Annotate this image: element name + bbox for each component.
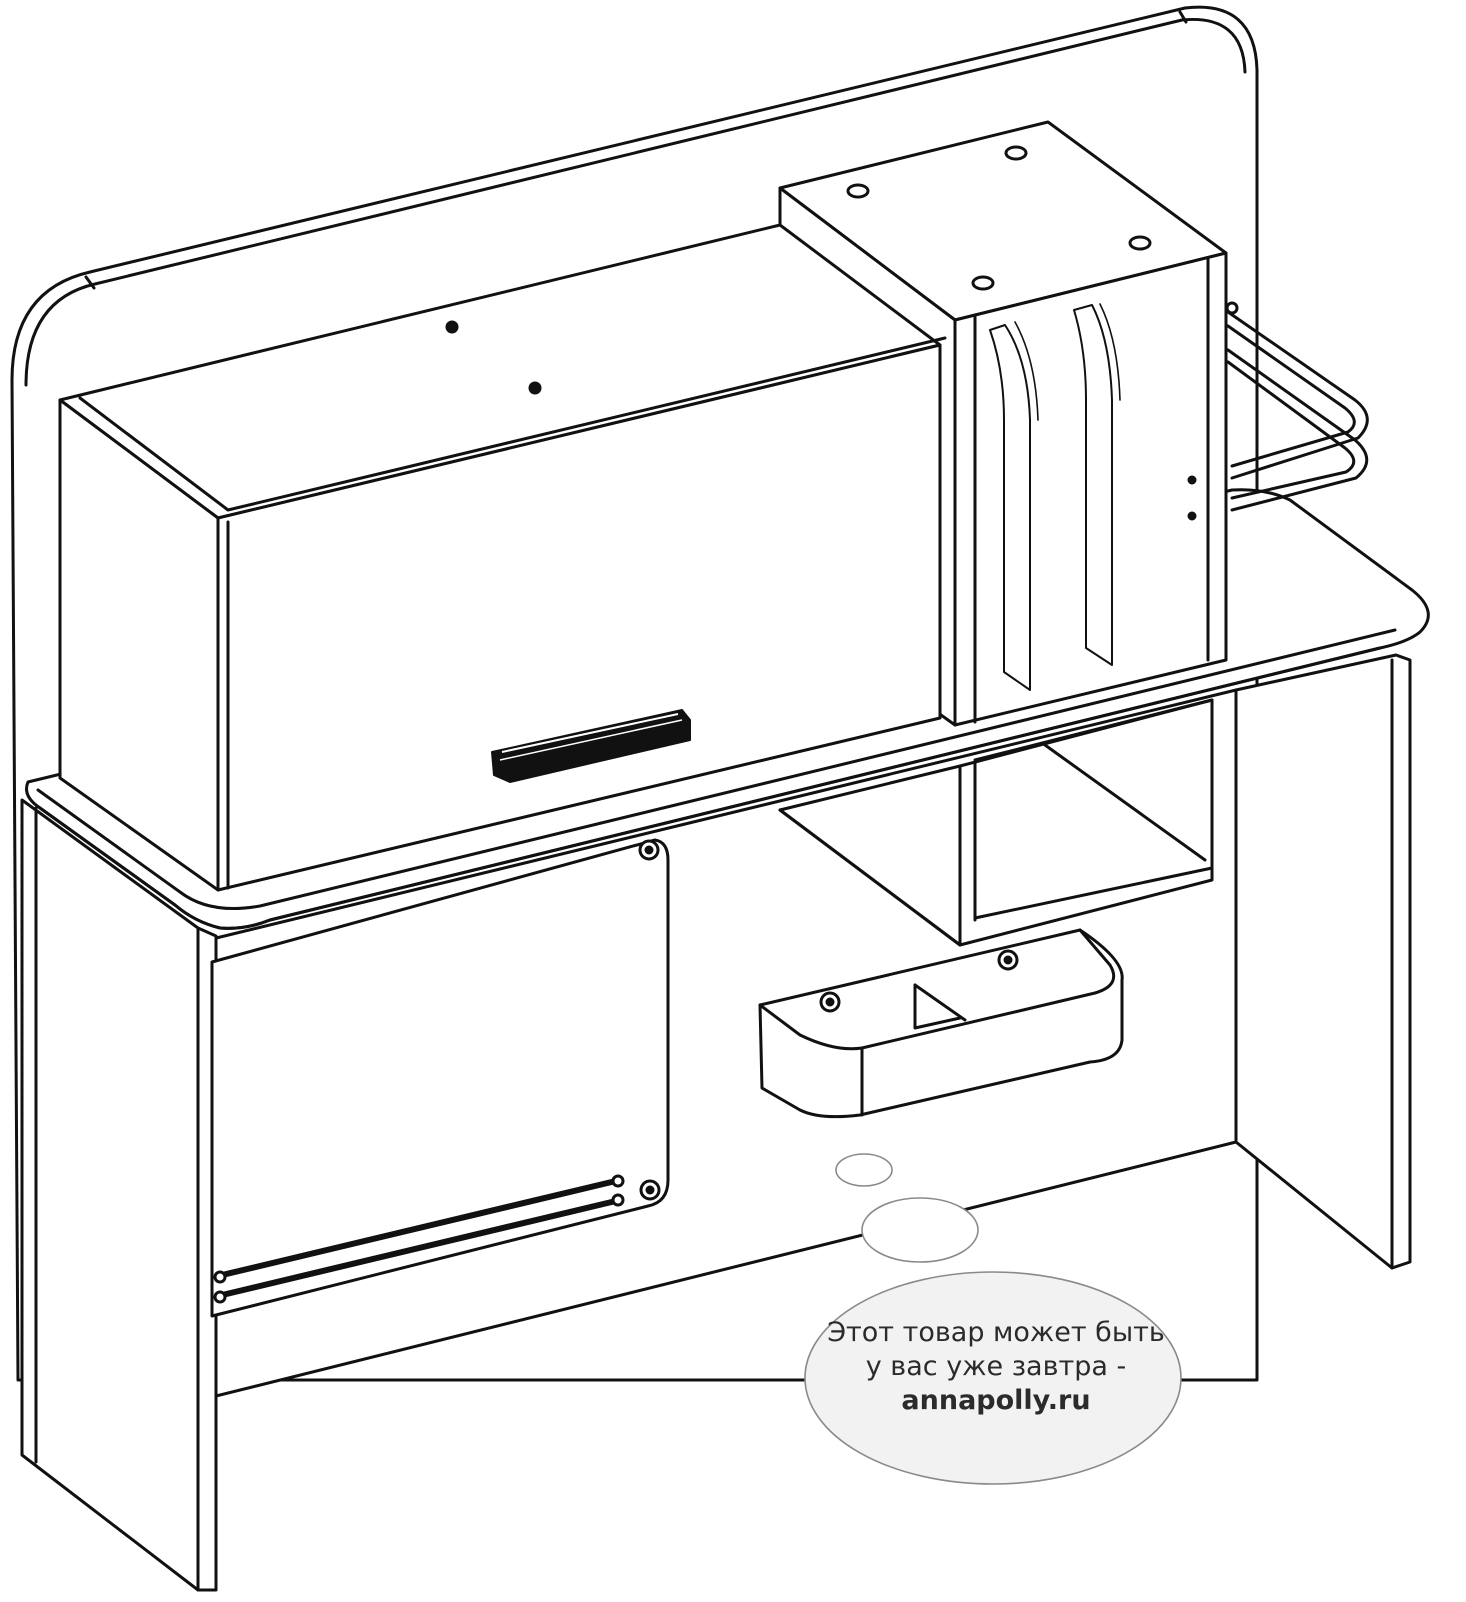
top-cabinet — [58, 223, 947, 892]
promo-bubble — [804, 1153, 1182, 1485]
promo-line-2: у вас уже завтра - — [865, 1351, 1127, 1382]
hanging-basket — [758, 928, 1124, 1119]
promo-site-link[interactable]: annapolly.ru — [901, 1385, 1091, 1416]
promo-line-1: Этот товар может быть — [827, 1317, 1165, 1348]
left-leg — [20, 798, 218, 1592]
under-desk-box — [778, 698, 1214, 947]
foot-rails — [213, 1174, 625, 1304]
right-leg — [1234, 653, 1412, 1270]
promo-text: Этот товар может быть у вас уже завтра -… — [808, 1316, 1184, 1466]
side-rail — [1225, 301, 1369, 512]
cabinet-handle — [491, 709, 691, 783]
